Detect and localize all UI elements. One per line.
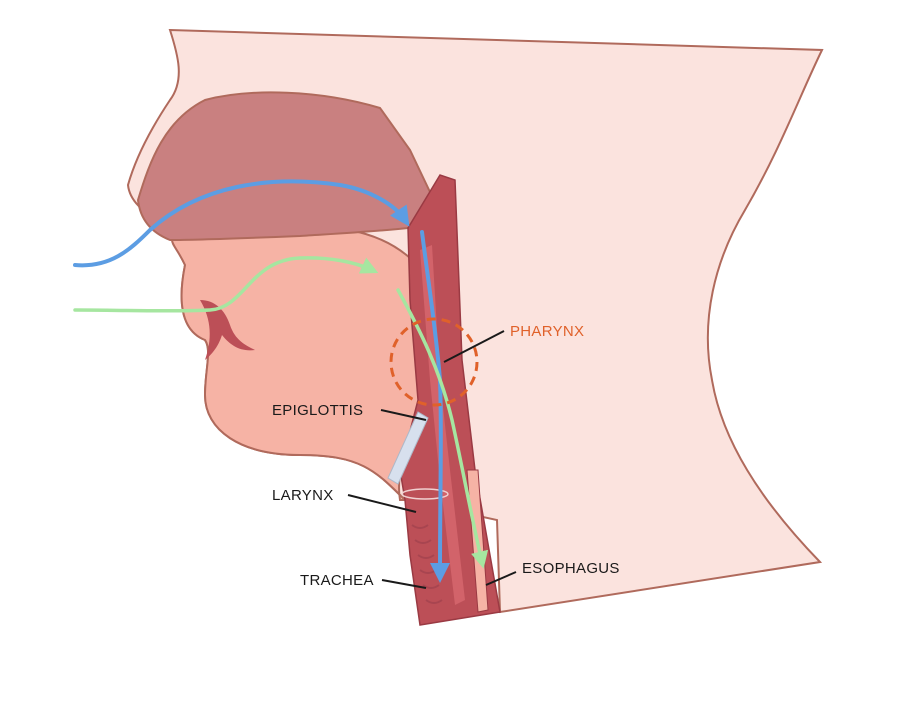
nasal-cavity: [136, 91, 442, 242]
epiglottis-flap: [387, 411, 429, 485]
label-trachea: TRACHEA: [300, 572, 374, 589]
label-epiglottis: EPIGLOTTIS: [272, 402, 363, 419]
oral-cavity: [170, 226, 422, 501]
label-larynx: LARYNX: [272, 487, 334, 504]
food-flow-arrow-down: [396, 288, 489, 569]
larynx-ring: [401, 488, 449, 500]
tongue-groove: [200, 300, 255, 360]
label-esophagus: ESOPHAGUS: [522, 560, 620, 577]
food-flow-arrow: [73, 256, 379, 313]
air-flow-arrow: [73, 179, 410, 268]
leader-lines: [347, 330, 517, 589]
label-pharynx: PHARYNX: [510, 323, 584, 340]
pharynx-highlight-circle: [389, 317, 479, 407]
trachea-rings: [411, 524, 443, 604]
